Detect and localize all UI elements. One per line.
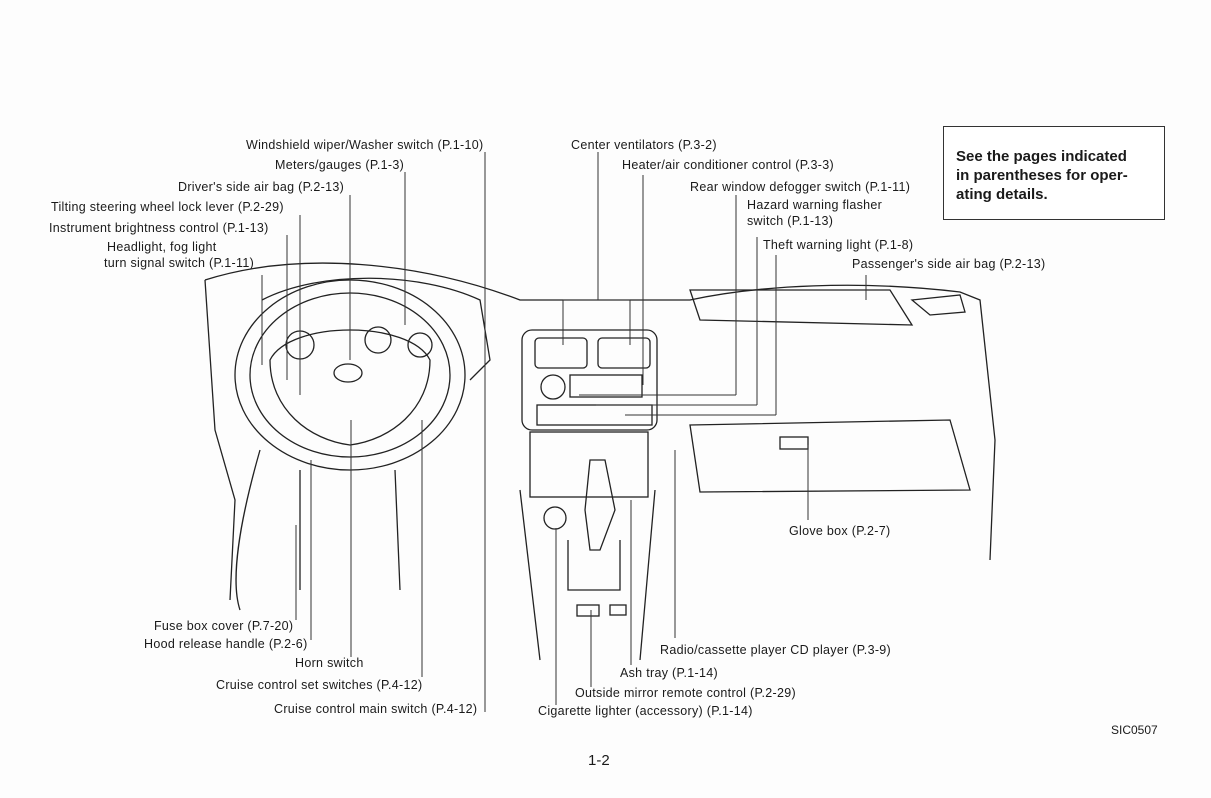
label-hood-release: Hood release handle (P.2-6) — [144, 637, 308, 651]
label-passenger-airbag: Passenger's side air bag (P.2-13) — [852, 257, 1046, 271]
label-heater-ac-control: Heater/air conditioner control (P.3-3) — [622, 158, 834, 172]
label-hazard-line2: switch (P.1-13) — [747, 214, 834, 228]
leader-lines — [261, 152, 867, 712]
hvac-controls — [569, 374, 643, 398]
console — [519, 489, 656, 661]
label-rear-defogger: Rear window defogger switch (P.1-11) — [690, 180, 911, 194]
nissan-emblem — [333, 363, 363, 383]
label-brightness-control: Instrument brightness control (P.1-13) — [49, 221, 269, 235]
label-center-ventilators: Center ventilators (P.3-2) — [571, 138, 717, 152]
figure-code: SIC0507 — [1111, 723, 1158, 737]
label-wiper-switch: Windshield wiper/Washer switch (P.1-10) — [246, 138, 484, 152]
label-cruise-set-switches: Cruise control set switches (P.4-12) — [216, 678, 423, 692]
label-cruise-main-switch: Cruise control main switch (P.4-12) — [274, 702, 478, 716]
label-theft-warning-light: Theft warning light (P.1-8) — [763, 238, 914, 252]
label-headlight-switch-line1: Headlight, fog light — [107, 240, 217, 254]
radio-unit — [529, 431, 649, 498]
cigarette-lighter — [543, 506, 567, 530]
glove-box-panel — [689, 419, 971, 493]
label-glove-box: Glove box (P.2-7) — [789, 524, 891, 538]
gauge-right — [407, 332, 433, 358]
label-horn-switch: Horn switch — [295, 656, 364, 670]
glove-box-handle — [779, 436, 809, 450]
shifter — [584, 459, 616, 551]
center-vent-right — [597, 337, 651, 369]
mirror-switch-2 — [609, 604, 627, 616]
hvac-knob — [540, 374, 566, 400]
gauge-center — [364, 326, 392, 354]
label-cigarette-lighter: Cigarette lighter (accessory) (P.1-14) — [538, 704, 753, 718]
label-headlight-switch-line2: turn signal switch (P.1-11) — [104, 256, 255, 270]
note-line-1: See the pages indicated — [956, 148, 1127, 165]
mirror-switch — [576, 604, 600, 617]
label-outside-mirror-control: Outside mirror remote control (P.2-29) — [575, 686, 796, 700]
airbag-hub — [269, 329, 431, 446]
right-vent — [910, 294, 966, 316]
label-driver-airbag: Driver's side air bag (P.2-13) — [178, 180, 345, 194]
passenger-airbag-panel — [689, 289, 914, 326]
label-meters-gauges: Meters/gauges (P.1-3) — [275, 158, 405, 172]
label-tilt-lever: Tilting steering wheel lock lever (P.2-2… — [51, 200, 284, 214]
center-stack-upper — [521, 329, 658, 431]
label-fuse-box-cover: Fuse box cover (P.7-20) — [154, 619, 294, 633]
note-line-3: ating details. — [956, 186, 1048, 203]
note-box: See the pages indicated in parentheses f… — [943, 126, 1165, 220]
center-vent-left — [534, 337, 588, 369]
instrument-cluster — [261, 277, 491, 381]
label-ash-tray: Ash tray (P.1-14) — [620, 666, 718, 680]
page-number: 1-2 — [588, 752, 610, 769]
dash-top-edge — [204, 262, 996, 561]
label-radio-cd-player: Radio/cassette player CD player (P.3-9) — [660, 643, 892, 657]
note-line-2: in parentheses for oper- — [956, 167, 1128, 184]
left-dash — [204, 279, 236, 601]
label-hazard-line1: Hazard warning flasher — [747, 198, 883, 212]
steering-column — [235, 449, 401, 611]
